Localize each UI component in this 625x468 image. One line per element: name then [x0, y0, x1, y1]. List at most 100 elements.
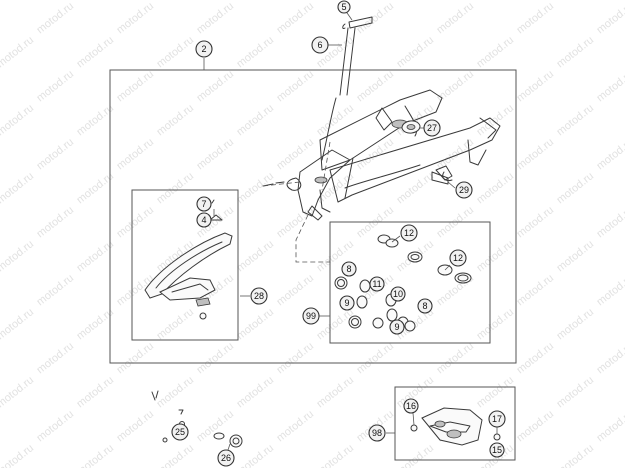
watermark-text: motod.ru: [554, 34, 596, 70]
watermark-text: motod.ru: [34, 136, 76, 172]
watermark-text: motod.ru: [34, 0, 76, 36]
watermark-text: motod.ru: [234, 0, 276, 2]
callout-9b[interactable]: 9: [389, 319, 405, 335]
bearing-parts: [334, 234, 472, 332]
watermark-text: motod.ru: [234, 306, 276, 342]
assembly-lines: [262, 141, 331, 263]
watermark-text: motod.ru: [34, 340, 76, 376]
watermark-text: motod.ru: [474, 306, 516, 342]
watermark-text: motod.ru: [314, 374, 356, 410]
callout-25[interactable]: 25: [171, 423, 189, 441]
svg-text:99: 99: [306, 311, 316, 321]
watermark-text: motod.ru: [74, 34, 116, 70]
watermark-text: motod.ru: [354, 0, 396, 36]
watermark-text: motod.ru: [0, 442, 36, 468]
watermark-text: motod.ru: [474, 238, 516, 274]
callout-12b[interactable]: 12: [449, 249, 467, 267]
callout-15[interactable]: 15: [489, 442, 505, 458]
watermark-text: motod.ru: [154, 374, 196, 410]
watermark-text: motod.ru: [0, 374, 36, 410]
watermark-text: motod.ru: [0, 170, 36, 206]
callout-26[interactable]: 26: [217, 449, 235, 467]
svg-text:2: 2: [201, 44, 206, 54]
svg-text:6: 6: [317, 40, 322, 50]
watermark-text: motod.ru: [554, 442, 596, 468]
svg-text:16: 16: [406, 401, 416, 411]
watermark-text: motod.ru: [274, 272, 316, 308]
watermark-text: motod.ru: [354, 136, 396, 172]
watermark-text: motod.ru: [0, 0, 36, 2]
watermark-text: motod.ru: [114, 0, 156, 36]
callout-7[interactable]: 7: [196, 196, 212, 212]
watermark-text: motod.ru: [314, 0, 356, 2]
watermark-text: motod.ru: [194, 408, 236, 444]
watermark-text: motod.ru: [594, 136, 625, 172]
watermark-text: motod.ru: [34, 204, 76, 240]
watermark-text: motod.ru: [594, 0, 625, 36]
svg-text:17: 17: [492, 414, 502, 424]
watermark-text: motod.ru: [274, 0, 316, 36]
svg-text:4: 4: [201, 215, 206, 225]
callout-8a[interactable]: 8: [341, 261, 357, 277]
watermark-text: motod.ru: [234, 442, 276, 468]
svg-text:27: 27: [427, 123, 437, 133]
callout-28[interactable]: 28: [250, 287, 268, 305]
callout-27[interactable]: 27: [423, 119, 441, 137]
watermark-text: motod.ru: [594, 408, 625, 444]
watermark-text: motod.ru: [0, 238, 36, 274]
watermark-text: motod.ru: [194, 0, 236, 36]
svg-text:10: 10: [393, 289, 403, 299]
watermark-text: motod.ru: [474, 170, 516, 206]
svg-text:25: 25: [175, 427, 185, 437]
watermark-text: motod.ru: [234, 34, 276, 70]
watermark-text: motod.ru: [434, 0, 476, 36]
callout-16[interactable]: 16: [403, 398, 419, 414]
callout-4[interactable]: 4: [196, 212, 212, 228]
watermark-text: motod.ru: [114, 340, 156, 376]
callout-10[interactable]: 10: [390, 286, 406, 302]
watermark-text: motod.ru: [234, 102, 276, 138]
bearing-kit-box: [329, 221, 491, 344]
svg-text:8: 8: [422, 301, 427, 311]
watermark-text: motod.ru: [0, 34, 36, 70]
watermark-text: motod.ru: [514, 340, 556, 376]
watermark-text: motod.ru: [394, 170, 436, 206]
watermark-text: motod.ru: [514, 272, 556, 308]
watermark-text: motod.ru: [394, 34, 436, 70]
chain-slider-kit-box: [394, 386, 516, 461]
watermark-text: motod.ru: [154, 34, 196, 70]
callout-11[interactable]: 11: [369, 276, 385, 292]
watermark-text: motod.ru: [554, 238, 596, 274]
callout-5[interactable]: 5: [337, 0, 351, 14]
watermark-text: motod.ru: [474, 102, 516, 138]
watermark-text: motod.ru: [434, 68, 476, 104]
watermark-text: motod.ru: [554, 170, 596, 206]
watermark-text: motod.ru: [554, 102, 596, 138]
watermark-text: motod.ru: [194, 136, 236, 172]
watermark-text: motod.ru: [354, 340, 396, 376]
callout-6[interactable]: 6: [311, 36, 329, 54]
callout-2[interactable]: 2: [195, 40, 213, 58]
callout-8b[interactable]: 8: [417, 298, 433, 314]
watermark-text: motod.ru: [314, 102, 356, 138]
watermark-text: motod.ru: [234, 238, 276, 274]
callout-99[interactable]: 99: [302, 307, 320, 325]
axle-bolt: [321, 16, 373, 161]
watermark-text: motod.ru: [594, 340, 625, 376]
callout-9a[interactable]: 9: [339, 295, 355, 311]
callouts: 2 5 6 27 29 7 4 28 12 12 8 11 9 10 8 9 9…: [171, 0, 506, 467]
loose-parts: [151, 390, 243, 448]
callout-29[interactable]: 29: [455, 181, 473, 199]
watermark-text: motod.ru: [514, 136, 556, 172]
callout-98[interactable]: 98: [368, 424, 386, 442]
callout-17[interactable]: 17: [488, 410, 506, 428]
callout-12a[interactable]: 12: [400, 224, 418, 242]
watermark-text: motod.ru: [514, 408, 556, 444]
chain-guide-box: [131, 189, 239, 341]
watermark-text: motod.ru: [314, 442, 356, 468]
watermark-text: motod.ru: [154, 306, 196, 342]
watermark-text: motod.ru: [554, 374, 596, 410]
svg-text:9: 9: [394, 322, 399, 332]
watermark-text: motod.ru: [154, 102, 196, 138]
watermark-text: motod.ru: [194, 340, 236, 376]
